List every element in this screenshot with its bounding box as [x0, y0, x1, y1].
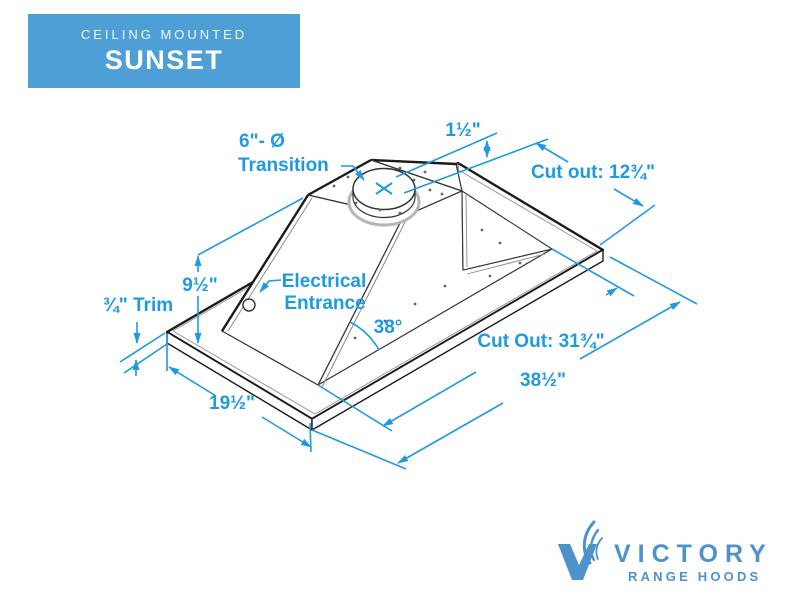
- label-electrical-line1: Electrical: [282, 271, 367, 292]
- dimension-labels: 6"- Ø Transition 1½" Cut out: 12¾" 9½" ¾…: [103, 120, 655, 414]
- logo-brand-text: VICTORY: [614, 540, 773, 568]
- transition-leader: [341, 165, 365, 181]
- hood-body: [220, 158, 553, 388]
- ext-height-top: [197, 197, 304, 256]
- ext-width-b: [309, 422, 312, 453]
- label-trim: ¾" Trim: [103, 295, 173, 316]
- electrical-leader: [259, 279, 282, 293]
- hem-fold: [321, 219, 407, 388]
- dim-length-b: [579, 301, 681, 360]
- hem-hip: [466, 253, 546, 275]
- logo-v-icon: [558, 544, 597, 580]
- title-banner: CEILING MOUNTED SUNSET: [28, 14, 300, 88]
- dim-width-a: [168, 366, 217, 397]
- label-transition-line2: Transition: [238, 155, 329, 176]
- hem-left: [227, 197, 313, 332]
- dim-bottom-cutout-b: [605, 287, 618, 297]
- banner-category: CEILING MOUNTED: [80, 26, 248, 42]
- dim-top-cutout-b: [613, 188, 644, 207]
- logo-flame-icon: [582, 520, 603, 565]
- ext-collar-top: [395, 132, 498, 178]
- rivet-dots: [332, 166, 522, 340]
- hood-hip-face: [461, 190, 553, 271]
- brand-logo: VICTORY RANGE HOODS: [550, 516, 790, 588]
- dim-top-cutout-a: [535, 142, 569, 163]
- ext-bottom-cutout-b: [551, 248, 635, 297]
- ext-collar-base: [403, 138, 549, 194]
- label-overall-length: 38½": [520, 370, 566, 391]
- ext-bottom-cutout-a: [317, 384, 393, 432]
- ext-length-b: [609, 256, 698, 305]
- dim-length-a: [397, 402, 504, 464]
- ext-trim-top: [119, 332, 166, 363]
- hood-back-edge: [370, 158, 457, 166]
- base-plate-side-right: [311, 249, 604, 431]
- dim-bottom-cutout-a: [382, 371, 477, 427]
- label-overall-width: 19½": [209, 393, 255, 414]
- label-bottom-cutout: Cut Out: 31¾": [477, 331, 604, 352]
- label-transition-line1: 6"- Ø: [239, 131, 285, 152]
- angle-arc: [349, 321, 380, 351]
- dim-width-b: [261, 416, 312, 448]
- ext-trim-bottom: [123, 343, 168, 374]
- dimension-lines: [119, 132, 698, 470]
- victory-logo-mark-icon: [558, 520, 603, 580]
- label-electrical-line2: Entrance: [284, 293, 365, 314]
- hood-front-left-edge: [220, 194, 310, 332]
- duct-collar: [347, 167, 421, 227]
- ext-top-cutout: [599, 204, 656, 246]
- label-slope-angle: 38°: [374, 317, 403, 338]
- label-top-cutout: Cut out: 12¾": [531, 162, 655, 183]
- hem-valley: [465, 194, 468, 268]
- banner-model: SUNSET: [104, 44, 224, 75]
- hood-top-left-edge: [307, 158, 372, 197]
- label-collar-height: 1½": [445, 120, 480, 141]
- ext-length-a: [311, 429, 407, 470]
- electrical-hole: [242, 298, 256, 312]
- logo-tagline-text: RANGE HOODS: [628, 569, 762, 584]
- label-hood-height: 9½": [182, 275, 217, 296]
- collar-x-mark: [375, 182, 393, 195]
